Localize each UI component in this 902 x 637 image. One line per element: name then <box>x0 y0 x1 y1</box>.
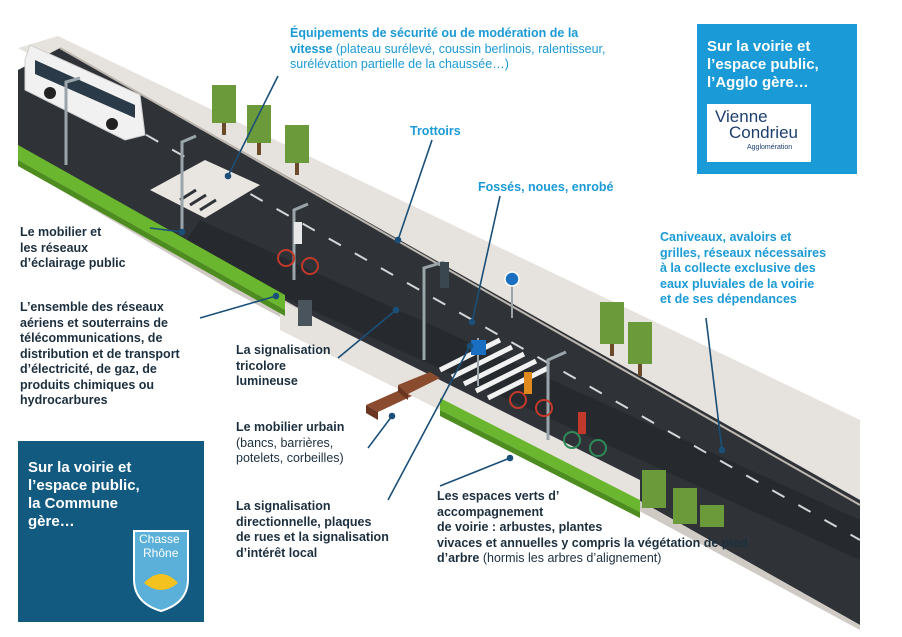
grass-strip-right <box>440 398 640 512</box>
label-caniveaux-line: Caniveaux, avaloirs et <box>660 230 792 244</box>
grass-strip-right-side <box>440 410 640 518</box>
label-mobilier-urbain-line: potelets, corbeilles) <box>236 451 344 465</box>
label-reseaux-line: hydrocarbures <box>20 393 108 407</box>
agglo-box-line1: Sur la voirie et <box>707 38 811 55</box>
label-equipements-line3: surélévation partielle de la chaussée…) <box>290 57 509 71</box>
agglo-logo-line3: Agglomération <box>747 144 793 151</box>
pointer-lines <box>149 75 726 501</box>
label-caniveaux-line: grilles, réseaux nécessaires <box>660 245 827 260</box>
label-caniveaux: Caniveaux, avaloirs et grilles, réseaux … <box>660 230 860 308</box>
label-espaces-verts-line5: d’arbre (hormis les arbres d’alignement) <box>437 551 857 567</box>
label-signalisation-dir-line: La signalisation <box>236 499 331 513</box>
label-trottoirs-text: Trottoirs <box>410 124 461 138</box>
label-equipements-l1: Équipements de sécurité ou de modération… <box>290 26 579 40</box>
label-fosses-text: Fossés, noues, enrobé <box>478 180 614 194</box>
bike-lane <box>180 220 860 560</box>
label-reseaux-line: produits chimiques ou <box>20 377 155 392</box>
label-equipements: Équipements de sécurité ou de modération… <box>290 26 670 73</box>
label-signalisation-tricolore: La signalisation tricolore lumineuse <box>236 343 330 390</box>
label-equipements-line2: vitesse (plateau surélevé, coussin berli… <box>290 42 670 58</box>
label-mobilier-eclairage-line: Le mobilier et <box>20 225 102 239</box>
commune-logo-line1: Chasse <box>139 532 180 546</box>
label-mobilier-urbain-line: (bancs, barrières, <box>236 435 334 450</box>
tree-icon <box>212 85 724 527</box>
agglo-logo-line2: Condrieu <box>729 123 798 142</box>
label-caniveaux-line: eaux pluviales de la voirie <box>660 276 815 291</box>
label-trottoirs: Trottoirs <box>410 124 461 140</box>
speed-plateau <box>150 160 260 218</box>
pedestrian-crossing <box>438 337 550 401</box>
label-espaces-verts-l5-rest: (hormis les arbres d’alignement) <box>479 551 662 565</box>
label-signalisation-dir-line: directionnelle, plaques <box>236 514 372 529</box>
label-signalisation-dir-line: d’intérêt local <box>236 545 318 560</box>
label-tricolore-line: lumineuse <box>236 374 298 388</box>
label-reseaux-line: d’électricité, de gaz, de <box>20 362 157 376</box>
agglo-logo: Vienne Condrieu Agglomération <box>707 104 811 162</box>
trash-bin-icon <box>298 300 312 326</box>
label-espaces-verts-line1: Les espaces verts d’ <box>437 489 560 503</box>
bike-sign-icon <box>471 271 520 386</box>
label-espaces-verts-line3: de voirie : arbustes, plantes <box>437 520 603 534</box>
agglo-box-line2: l’espace public, <box>707 56 819 73</box>
grass-strip-left-side <box>18 160 285 316</box>
bus-icon <box>24 44 146 141</box>
lane-marking <box>119 119 861 541</box>
label-reseaux-line: télécommunications, de <box>20 331 163 345</box>
label-reseaux-line: distribution et de transport <box>20 346 180 361</box>
bench-icon <box>366 372 440 420</box>
commune-box-line3: la Commune <box>28 495 119 512</box>
label-mobilier-eclairage-line: d’éclairage public <box>20 256 126 270</box>
traffic-light-icon <box>440 262 449 288</box>
commune-box-line4: gère… <box>28 513 75 530</box>
label-mobilier-eclairage-line: les réseaux <box>20 240 89 255</box>
commune-box-line1: Sur la voirie et <box>28 459 132 476</box>
label-tricolore-line: tricolore <box>236 358 287 373</box>
coat-of-arms-icon <box>133 530 189 613</box>
label-caniveaux-line: à la collecte exclusive des <box>660 261 816 275</box>
label-signalisation-dir-line: de rues et la signalisation <box>236 530 389 544</box>
commune-box: Sur la voirie et l’espace public, la Com… <box>18 441 204 622</box>
label-reseaux-line: L’ensemble des réseaux <box>20 300 164 314</box>
label-espaces-verts-line2: accompagnement <box>437 504 544 519</box>
commune-logo-line2: Rhône <box>143 546 179 560</box>
label-mobilier-urbain-title: Le mobilier urbain <box>236 420 345 434</box>
label-mobilier-eclairage: Le mobilier et les réseaux d’éclairage p… <box>20 225 126 272</box>
label-fosses: Fossés, noues, enrobé <box>478 180 613 196</box>
agglo-logo-line1: Vienne <box>715 107 768 126</box>
label-espaces-verts: Les espaces verts d’ accompagnement de v… <box>437 489 857 567</box>
label-mobilier-urbain: Le mobilier urbain (bancs, barrières, po… <box>236 420 344 467</box>
label-tricolore-line: La signalisation <box>236 343 331 357</box>
agglo-box-line3: l’Agglo gère… <box>707 74 809 91</box>
agglo-box: Sur la voirie et l’espace public, l’Aggl… <box>697 24 857 174</box>
label-equipements-l2-bold: vitesse <box>290 41 333 56</box>
commune-box-line2: l’espace public, <box>28 477 140 494</box>
label-equipements-line1: Équipements de sécurité ou de modération… <box>290 26 670 42</box>
curb-back <box>59 47 861 506</box>
label-espaces-verts-line4: vivaces et annuelles y compris la végéta… <box>437 535 748 550</box>
label-espaces-verts-l5-bold: d’arbre <box>437 551 480 565</box>
label-signalisation-directionnelle: La signalisation directionnelle, plaques… <box>236 499 389 561</box>
label-caniveaux-line: et de ses dépendances <box>660 292 797 306</box>
cyclist-icon <box>277 222 607 457</box>
label-reseaux-line: aériens et souterrains de <box>20 315 168 330</box>
commune-logo: Chasse Rhône <box>130 527 192 613</box>
label-equipements-l2-rest: (plateau surélevé, coussin berlinois, ra… <box>332 41 606 56</box>
label-reseaux: L’ensemble des réseaux aériens et souter… <box>20 300 180 409</box>
